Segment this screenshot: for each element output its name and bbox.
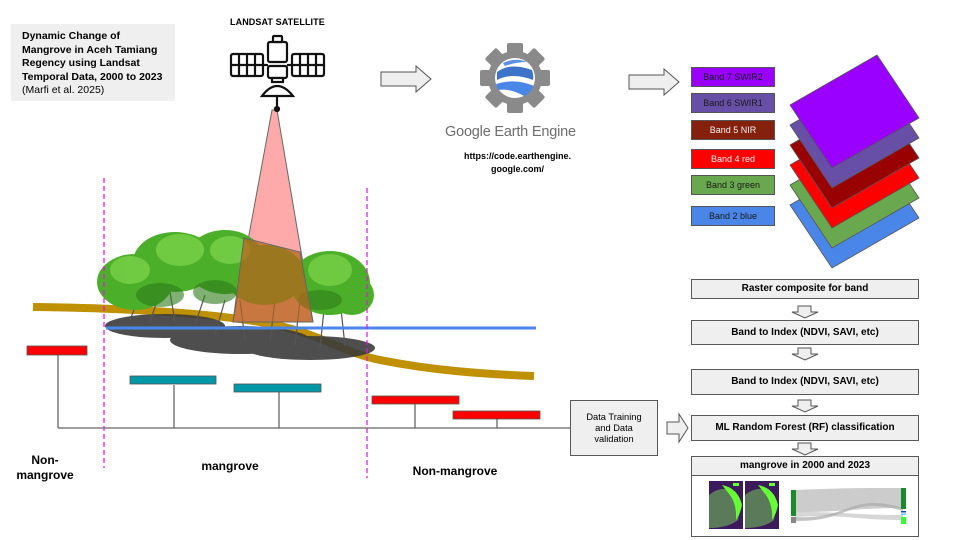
- result-title: mangrove in 2000 and 2023: [739, 460, 871, 471]
- arrow-satellite-to-gee: [380, 64, 432, 94]
- result-sankey: [791, 488, 906, 524]
- sankey-node-water-right: [901, 511, 906, 513]
- band-4-red: Band 4 red: [691, 149, 775, 169]
- sankey-node-aquaculture-right: [901, 517, 906, 524]
- zone-label-middle: mangrove: [201, 459, 259, 473]
- arrow-gee-to-bands: [628, 67, 680, 97]
- zone-label-left: Non- mangrove: [10, 453, 80, 483]
- band-label: Band 3 green: [705, 180, 761, 190]
- gee-url-line-1[interactable]: https://code.earthengine.: [463, 151, 571, 161]
- title-line-3: Regency using Landsat: [22, 57, 140, 70]
- arrow-training-to-rf: [666, 412, 689, 444]
- arrow-down-2: [791, 347, 819, 361]
- step-band-to-index-2: Band to Index (NDVI, SAVI, etc): [691, 369, 919, 395]
- band-label: Band 4 red: [710, 154, 756, 164]
- title-line-4: Temporal Data, 2000 to 2023: [22, 70, 163, 83]
- arrow-down-1: [791, 305, 819, 319]
- result-header: mangrove in 2000 and 2023: [691, 456, 919, 476]
- sample-marker-mangrove-1: [129, 375, 217, 385]
- band-6-swir1: Band 6 SWIR1: [691, 93, 775, 113]
- sample-marker-non-mangrove-2: [371, 395, 460, 405]
- layer-swir2: [789, 54, 920, 169]
- satellite-label: LANDSAT SATELLITE: [230, 17, 325, 27]
- band-3-green: Band 3 green: [691, 175, 775, 195]
- band-label: Band 2 blue: [708, 211, 758, 221]
- sankey-node-mangrove-left: [791, 490, 796, 516]
- sample-marker-mangrove-2: [233, 383, 322, 393]
- gee-url-line-2[interactable]: google.com/: [490, 164, 544, 174]
- band-7-swir2: Band 7 SWIR2: [691, 67, 775, 87]
- data-training-validation-box: Data Training and Data validation: [570, 400, 658, 456]
- gee-url[interactable]: https://code.earthengine. google.com/: [445, 150, 590, 176]
- citation: (Marfi et al. 2025): [22, 84, 105, 97]
- step-label: Band to Index (NDVI, SAVI, etc): [731, 327, 879, 338]
- sankey-node-nonmangrove-left: [791, 517, 796, 523]
- layer-stack: [789, 54, 920, 269]
- sample-marker-non-mangrove-1: [26, 345, 88, 356]
- band-label: Band 6 SWIR1: [703, 98, 763, 108]
- gee-name: Google Earth Engine: [445, 124, 576, 140]
- zone-label-left-line-2: mangrove: [16, 468, 74, 482]
- band-2-blue: Band 2 blue: [691, 206, 775, 226]
- earth-engine-gear-icon: [480, 43, 550, 113]
- arrow-down-4: [791, 442, 819, 456]
- arrow-down-3: [791, 399, 819, 413]
- result-map-2023: [745, 481, 779, 529]
- sample-tree-lines: [57, 355, 570, 429]
- mangrove-trees: [97, 230, 375, 360]
- sankey-node-road-right: [901, 513, 906, 515]
- sankey-node-mangrove-right: [901, 488, 906, 509]
- title-line-1: Dynamic Change of: [22, 30, 121, 42]
- step-random-forest: ML Random Forest (RF) classification: [691, 415, 919, 441]
- arrows: [380, 64, 819, 456]
- sample-marker-non-mangrove-3: [452, 410, 541, 420]
- band-label: Band 5 NIR: [709, 125, 757, 135]
- dtv-line-3: validation: [594, 434, 634, 444]
- step-raster-composite: Raster composite for band: [691, 279, 919, 299]
- band-label: Band 7 SWIR2: [703, 72, 763, 82]
- band-5-nir: Band 5 NIR: [691, 120, 775, 140]
- step-band-to-index-1: Band to Index (NDVI, SAVI, etc): [691, 320, 919, 345]
- result-panel: [691, 475, 919, 537]
- zone-label-left-line-1: Non-: [31, 453, 59, 467]
- title-line-2: Mangrove in Aceh Tamiang: [22, 43, 158, 56]
- satellite-icon: [229, 34, 326, 113]
- step-label: Raster composite for band: [741, 283, 869, 294]
- title-box: Dynamic Change of Mangrove in Aceh Tamia…: [11, 24, 175, 101]
- result-map-2000: [709, 481, 743, 529]
- step-label: ML Random Forest (RF) classification: [715, 422, 895, 433]
- dtv-line-2: and Data: [595, 423, 633, 433]
- dtv-line-1: Data Training: [586, 412, 642, 422]
- zone-label-right: Non-mangrove: [412, 464, 498, 478]
- step-label: Band to Index (NDVI, SAVI, etc): [731, 376, 879, 387]
